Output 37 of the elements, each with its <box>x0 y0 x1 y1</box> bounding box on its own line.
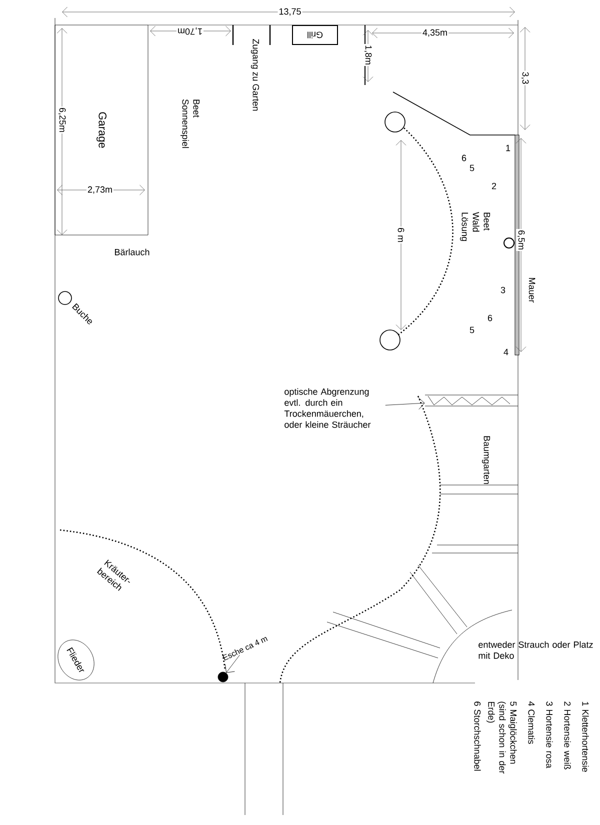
tree-circle <box>58 291 72 305</box>
dimension-label: 6,25m <box>57 106 67 134</box>
plant-number: 1 <box>506 144 510 152</box>
bed-label: Beet Wald Lösung <box>460 212 490 241</box>
plant-list-item: 1 Kletterhortensie <box>582 702 589 772</box>
dry-wall <box>424 394 518 406</box>
dimension-label: 3,3 <box>520 70 530 86</box>
plant-number: 6 <box>488 314 492 322</box>
plant-list-item: 4 Clematis <box>528 701 535 744</box>
plant-number: 6 <box>462 154 466 162</box>
plant-number: 3 <box>500 286 506 294</box>
dimension-label: 2,73m <box>86 185 114 195</box>
path-label: Zugang zu Garten <box>250 39 260 111</box>
arrow <box>385 397 425 410</box>
note-text: optische Abgrenzung evtl. durch ein Trockenmäuerchen, oder kleine Sträucher <box>284 388 371 428</box>
plant-list-item: 2 Hortensie weiß <box>564 702 571 770</box>
plant-list-item: 6 Storchschnabel <box>474 702 481 771</box>
bed-label: Bärlauch <box>114 248 150 256</box>
dimension-label: 4,35m <box>422 28 448 38</box>
grill-box: Grill <box>292 25 338 45</box>
bed-label: Baumgarten <box>482 436 490 484</box>
arrow <box>224 654 240 673</box>
plant-number: 5 <box>470 326 474 334</box>
wall-label: Mauer <box>528 278 536 303</box>
dimension-label: 6 m <box>396 226 406 244</box>
plant-number: 5 <box>470 164 474 172</box>
tree-label: Esche ca 4 m <box>222 637 268 661</box>
tree-circle <box>218 672 228 682</box>
dimension-label: 1,70m <box>176 26 204 36</box>
plant-list-item: 3 Hortensie rosa <box>546 702 553 768</box>
dimension-label: 1,8m <box>363 44 373 66</box>
dimension-label: 13,75 <box>278 7 302 17</box>
note-text: entweder Strauch oder Platz mit Deko <box>478 641 593 659</box>
plant-number: 4 <box>504 348 508 356</box>
plant-list-item: 5 Maiglöckchen (sind schon in der Erde) <box>486 702 517 774</box>
plant-number: 2 <box>492 182 496 190</box>
bed-label: Beet Sonnenspiel <box>180 99 200 148</box>
